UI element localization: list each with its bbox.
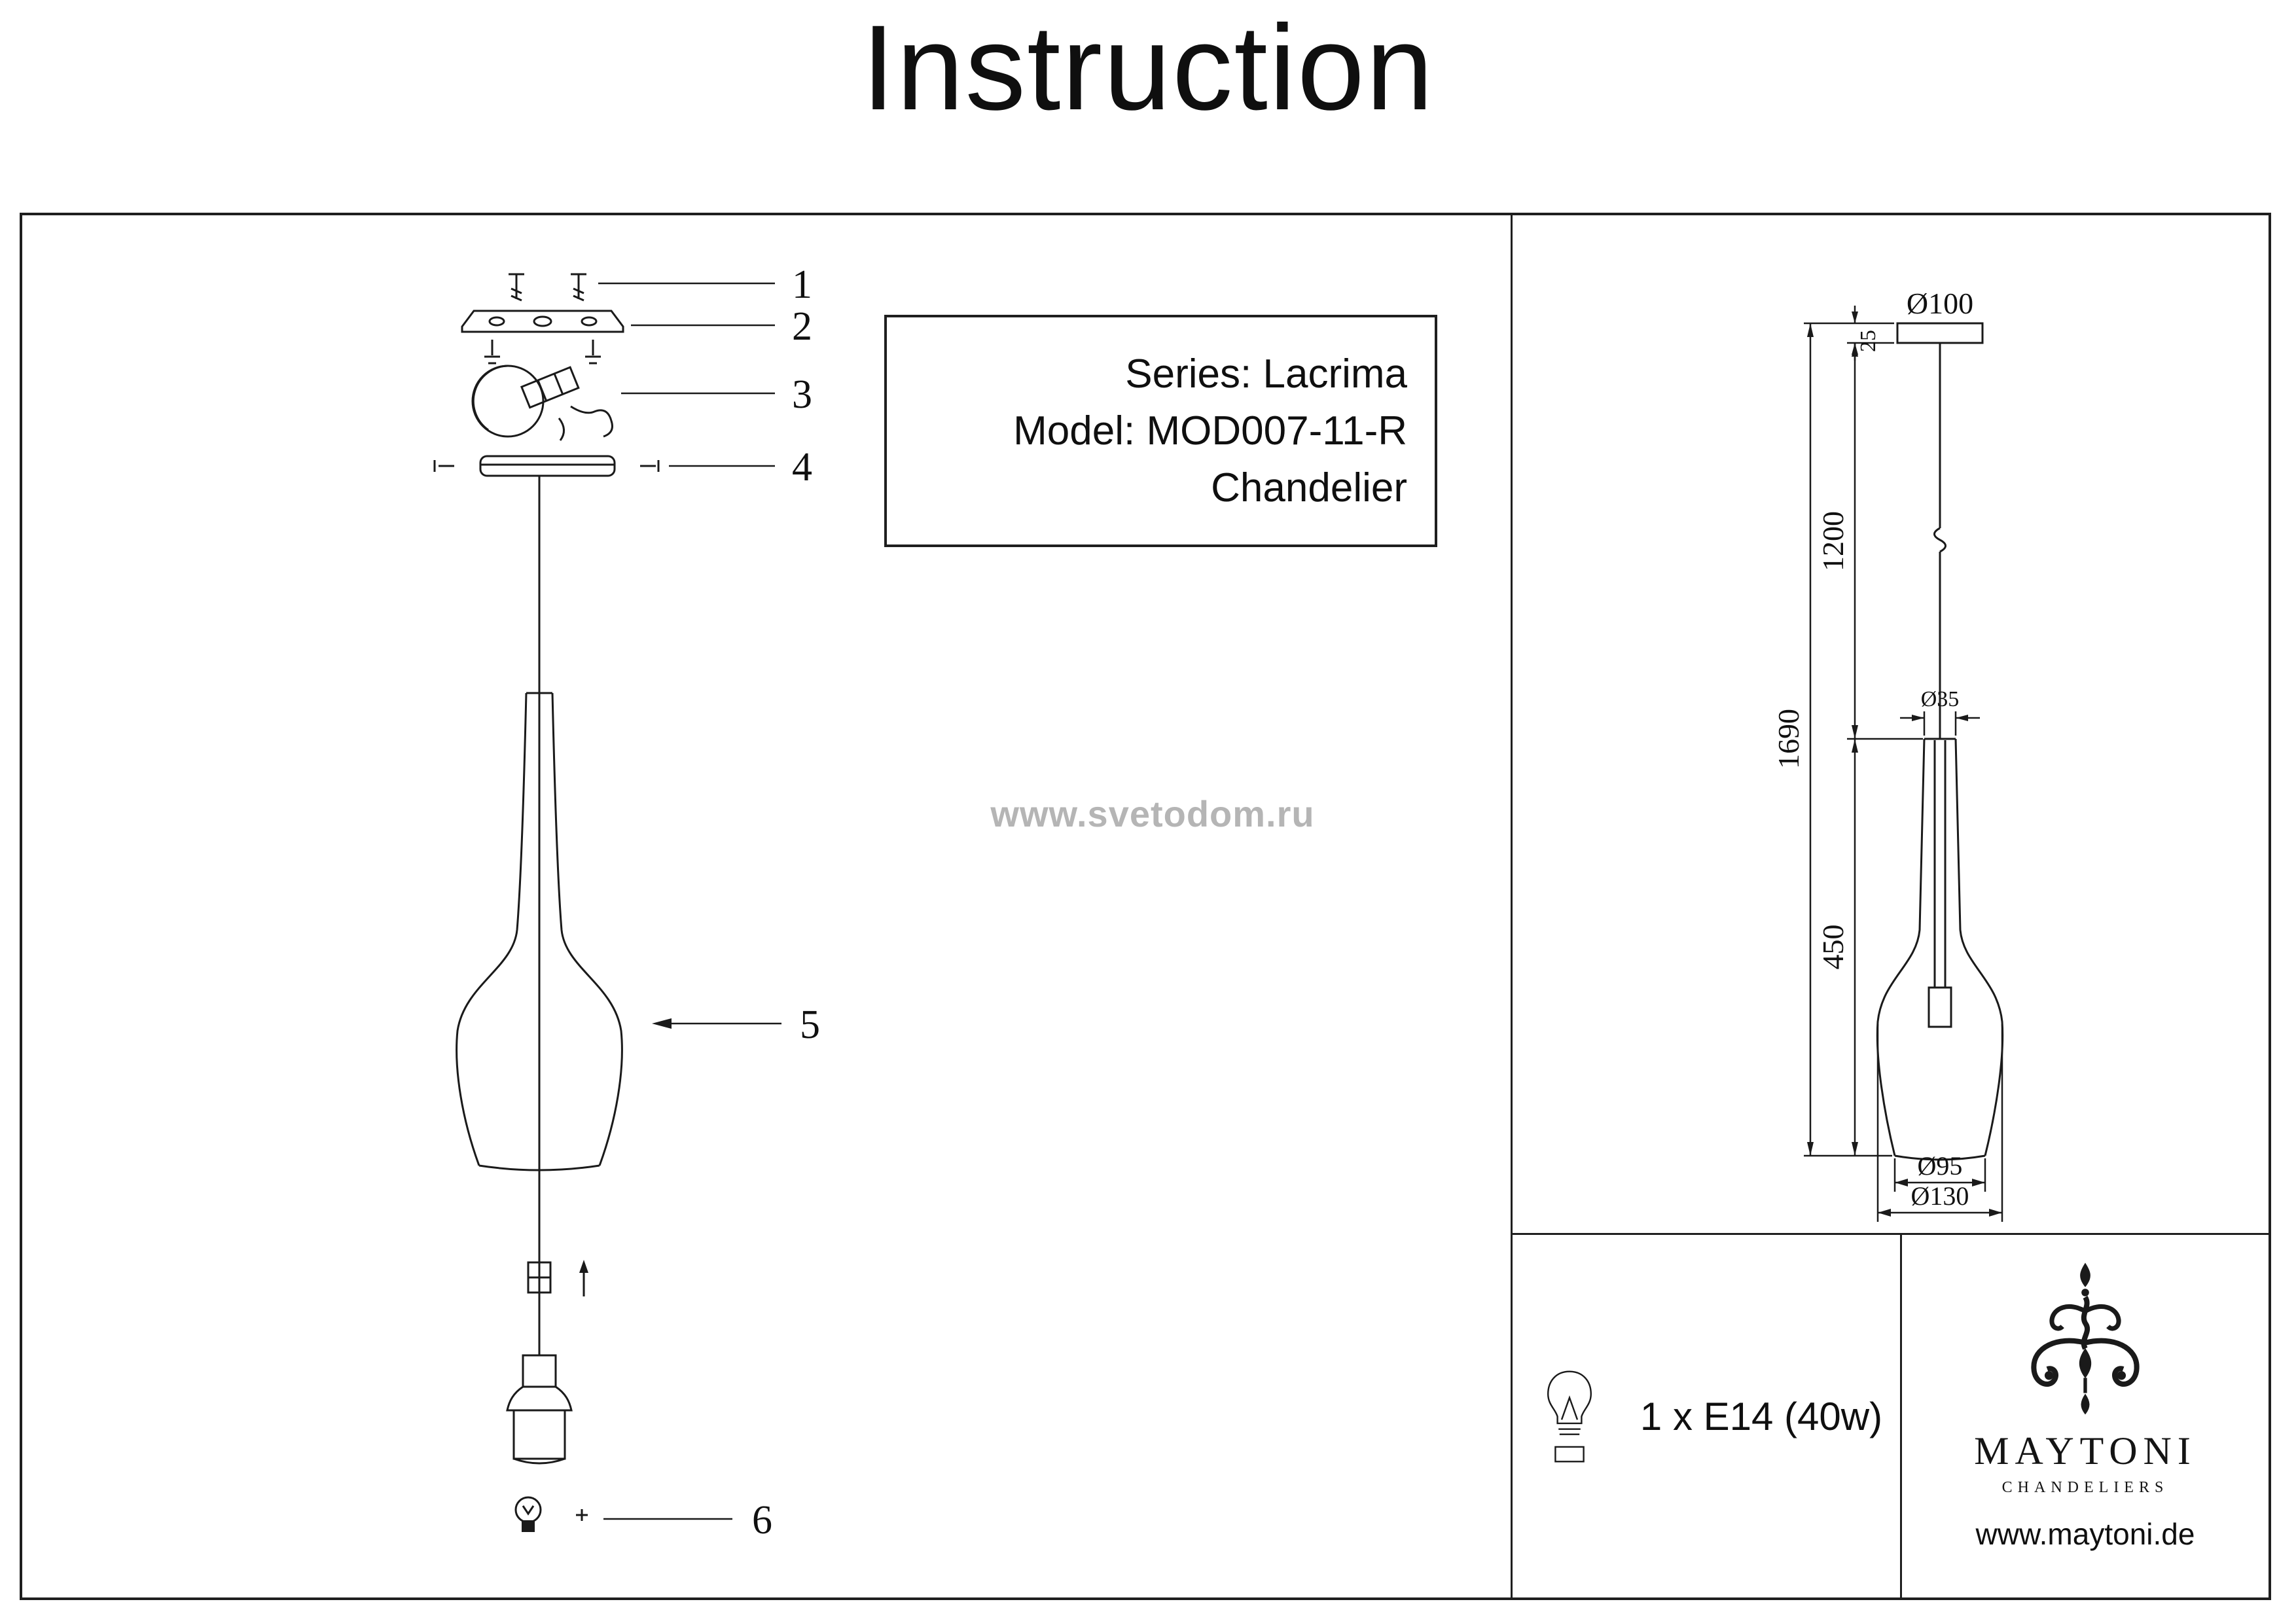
type-line: Chandelier xyxy=(1211,465,1407,511)
callout-2: 2 xyxy=(792,304,812,349)
dim-shade-max-diameter: Ø130 xyxy=(1911,1181,1969,1211)
dim-cable-length: 1200 xyxy=(1816,511,1850,571)
series-line: Series: Lacrima xyxy=(1125,351,1407,397)
dimension-lines xyxy=(1804,306,2003,1222)
maytoni-ornament-icon xyxy=(2031,1262,2140,1415)
dim-shade-bottom-opening: Ø95 xyxy=(1918,1151,1963,1181)
brand-name: MAYTONI xyxy=(1974,1429,2197,1472)
dimension-arrows xyxy=(1807,312,2002,1217)
callout-1: 1 xyxy=(792,262,812,307)
callout-5: 5 xyxy=(800,1003,820,1047)
callout-3: 3 xyxy=(792,372,812,417)
dim-canopy-height: 25 xyxy=(1856,330,1880,352)
dim-total-height: 1690 xyxy=(1772,709,1805,769)
bulb-spec-section: 1 x E14 (40w) xyxy=(1513,1235,1902,1597)
callout-line-5 xyxy=(652,1018,781,1029)
cord-grip-icon xyxy=(527,1260,588,1296)
brand-section: MAYTONI CHANDELIERS www.maytoni.de xyxy=(1902,1235,2269,1597)
brand-subtitle: CHANDELIERS xyxy=(2001,1479,2169,1496)
model-line: Model: MOD007-11-R xyxy=(1013,408,1407,454)
callout-6: 6 xyxy=(752,1498,772,1543)
ceiling-plate-icon xyxy=(433,455,660,477)
brand-website: www.maytoni.de xyxy=(1975,1517,2195,1551)
dim-canopy-diameter: Ø100 xyxy=(1907,287,1973,320)
exploded-view-drawing: 1 2 3 4 5 6 xyxy=(433,262,820,1543)
bulb-part-icon xyxy=(514,1496,588,1532)
lamp-socket-icon xyxy=(506,1354,573,1465)
exploded-view-section: 1 2 3 4 5 6 Series: Lacrima Model: MOD00… xyxy=(22,215,1513,1597)
screws-icon xyxy=(509,273,586,302)
bulb-icon xyxy=(1547,1370,1592,1462)
dim-shade-top-diameter: Ø35 xyxy=(1921,687,1960,711)
wiring-assembly-icon xyxy=(471,365,613,441)
dimension-drawing-section: Ø100 25 1200 1690 450 Ø35 Ø95 Ø130 xyxy=(1513,215,2269,1235)
callout-numbers: 1 2 3 4 5 6 xyxy=(752,262,820,1543)
watermark: www.svetodom.ru xyxy=(990,793,1315,834)
bulb-spec-text: 1 x E14 (40w) xyxy=(1640,1394,1883,1438)
pendant-outline xyxy=(1876,322,2004,1161)
mounting-bracket-icon xyxy=(461,310,624,365)
dim-shade-height: 450 xyxy=(1816,925,1850,970)
dimension-drawing: Ø100 25 1200 1690 450 Ø35 Ø95 Ø130 xyxy=(1772,287,2004,1222)
model-info-box: Series: Lacrima Model: MOD007-11-R Chand… xyxy=(884,315,1437,547)
callout-4: 4 xyxy=(792,445,812,490)
main-frame: 1 2 3 4 5 6 Series: Lacrima Model: MOD00… xyxy=(20,213,2271,1600)
glass-shade-icon xyxy=(456,692,623,1171)
page-title: Instruction xyxy=(861,1,1435,135)
